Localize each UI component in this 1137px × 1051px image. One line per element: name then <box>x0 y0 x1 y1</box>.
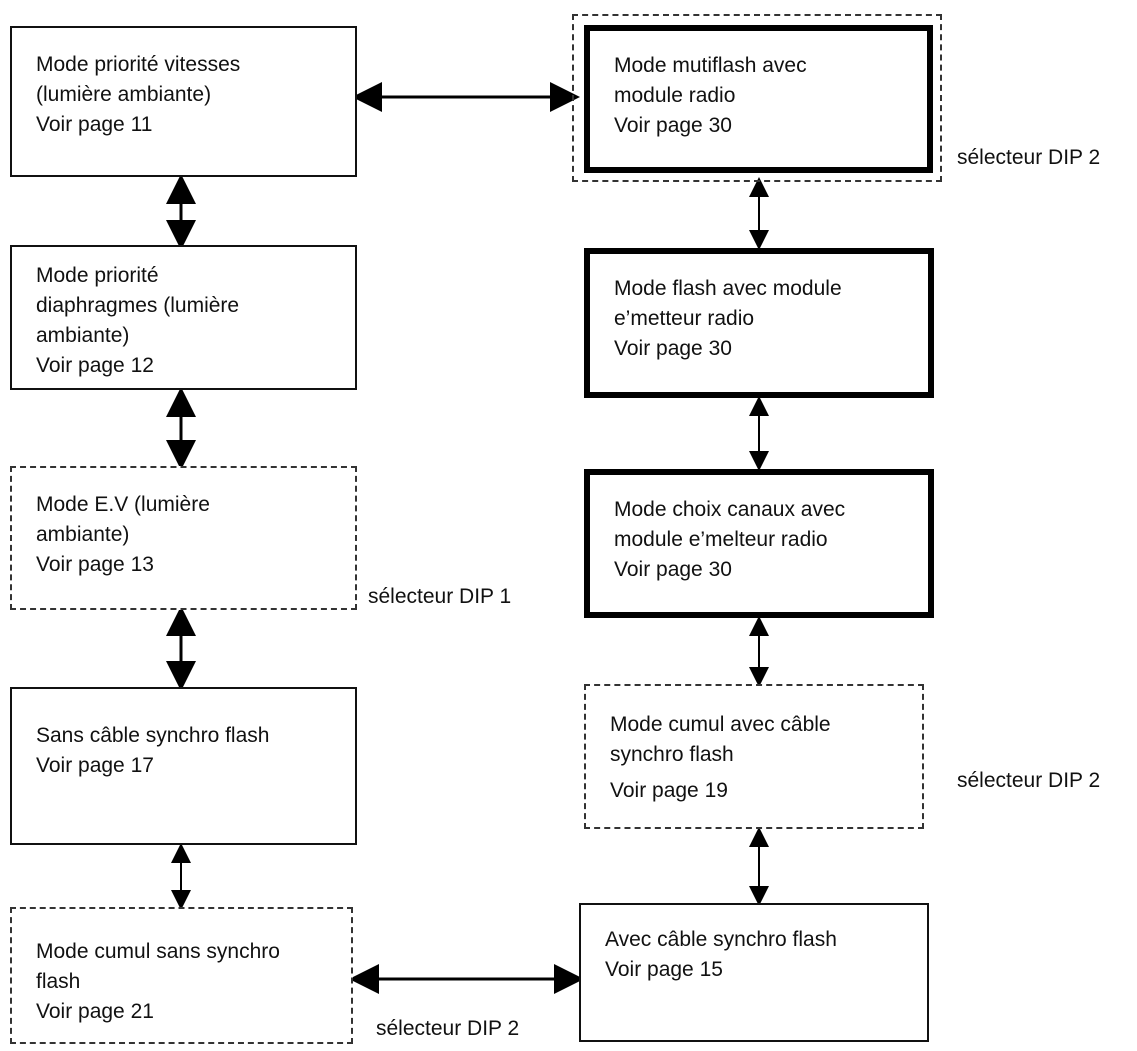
caption-dip2-bottom: sélecteur DIP 2 <box>376 1017 520 1040</box>
box-line: (lumière ambiante) <box>36 83 212 106</box>
caption-dip2-top-right: sélecteur DIP 2 <box>957 146 1101 169</box>
box-line: module radio <box>614 84 736 107</box>
box-cumul-no-sync: Mode cumul sans synchro flash Voir page … <box>10 907 353 1044</box>
box-line: module e’melteur radio <box>614 528 828 551</box>
box-line: Avec câble synchro flash <box>605 928 837 951</box>
box-line: Voir page 30 <box>614 114 732 137</box>
box-channel-select-radio: Mode choix canaux avec module e’melteur … <box>584 469 934 618</box>
box-no-sync-cable: Sans câble synchro flash Voir page 17 <box>10 687 357 845</box>
box-line: Voir page 30 <box>614 558 732 581</box>
box-line: Mode cumul sans synchro <box>36 940 280 963</box>
box-line: Mode E.V (lumière <box>36 493 210 516</box>
box-line: ambiante) <box>36 523 130 546</box>
caption-dip1: sélecteur DIP 1 <box>368 585 512 608</box>
box-line: Voir page 19 <box>610 779 728 802</box>
box-ev-mode: Mode E.V (lumière ambiante) Voir page 13 <box>10 466 357 610</box>
box-shutter-priority: Mode priorité vitesses (lumière ambiante… <box>10 26 357 177</box>
box-line: Mode priorité <box>36 264 159 287</box>
box-line: Voir page 11 <box>36 113 153 136</box>
box-line: flash <box>36 970 81 993</box>
box-line: ambiante) <box>36 324 130 347</box>
box-line: Mode priorité vitesses <box>36 53 241 76</box>
box-line: Voir page 30 <box>614 337 732 360</box>
box-multiflash-radio: Mode mutiflash avec module radio Voir pa… <box>584 25 933 173</box>
box-line: Mode choix canaux avec <box>614 498 846 521</box>
box-with-sync-cable: Avec câble synchro flash Voir page 15 <box>579 903 929 1042</box>
box-line: diaphragmes (lumière <box>36 294 240 317</box>
box-line: synchro flash <box>610 743 734 766</box>
box-aperture-priority: Mode priorité diaphragmes (lumière ambia… <box>10 245 357 390</box>
box-flash-radio-transmitter: Mode flash avec module e’metteur radio V… <box>584 248 934 398</box>
box-line: Voir page 15 <box>605 958 723 981</box>
box-line: Mode cumul avec câble <box>610 713 831 736</box>
box-multiflash-outline <box>572 14 942 182</box>
box-line: Voir page 21 <box>36 1000 154 1023</box>
box-line: Mode flash avec module <box>614 277 842 300</box>
box-cumul-sync-cable: Mode cumul avec câble synchro flash Voir… <box>584 684 924 829</box>
box-line: Voir page 17 <box>36 754 154 777</box>
box-line: e’metteur radio <box>614 307 755 330</box>
box-line: Mode mutiflash avec <box>614 54 807 77</box>
box-line: Sans câble synchro flash <box>36 724 270 747</box>
caption-dip2-mid-right: sélecteur DIP 2 <box>957 769 1101 792</box>
box-line: Voir page 12 <box>36 354 154 377</box>
box-line: Voir page 13 <box>36 553 154 576</box>
